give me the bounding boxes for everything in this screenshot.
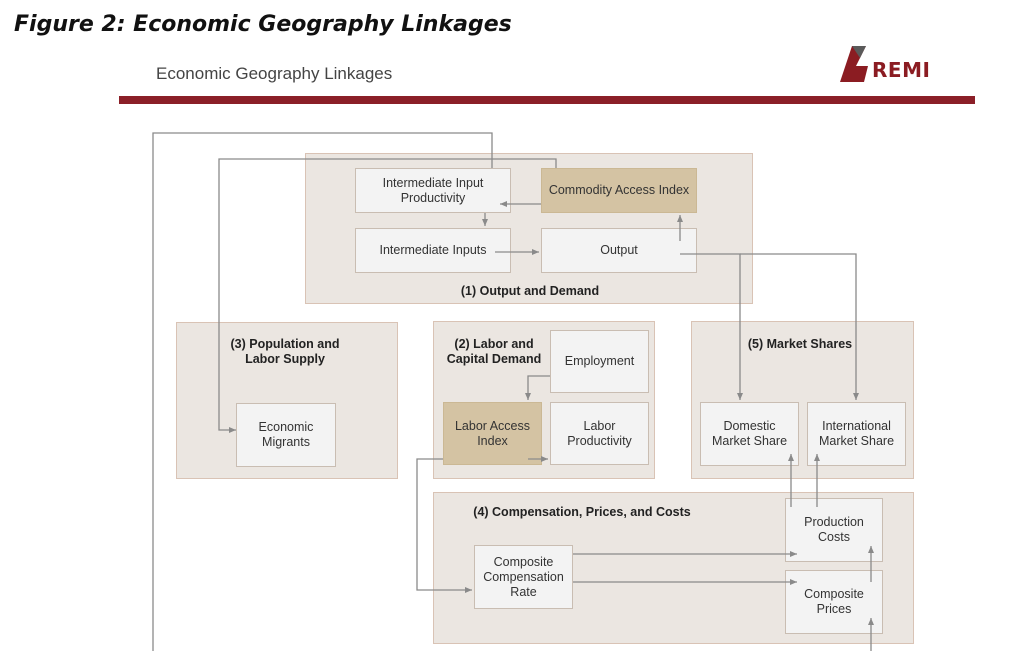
box-intermediate-input-productivity: Intermediate Input Productivity: [355, 168, 511, 213]
logo-text: REMI: [872, 58, 931, 82]
remi-logo-icon: [840, 46, 868, 82]
connector-output-to-domestic: [680, 253, 743, 400]
box-intermediate-inputs: Intermediate Inputs: [355, 228, 511, 273]
box-composite-compensation-rate: Composite Compensation Rate: [474, 545, 573, 609]
figure-title: Figure 2: Economic Geography Linkages: [14, 12, 512, 37]
box-output: Output: [541, 228, 697, 273]
panel-label-market-shares: (5) Market Shares: [747, 337, 853, 351]
panel-label-population: (3) Population and Labor Supply: [230, 337, 340, 366]
connector-left-loop: [152, 132, 493, 651]
panel-label-compensation: (4) Compensation, Prices, and Costs: [473, 505, 691, 519]
box-labor-access-index: Labor Access Index: [443, 402, 542, 465]
box-labor-productivity: Labor Productivity: [550, 402, 649, 465]
box-commodity-access-index: Commodity Access Index: [541, 168, 697, 213]
panel-label-output-demand: (1) Output and Demand: [460, 284, 600, 298]
box-domestic-market-share: Domestic Market Share: [700, 402, 799, 466]
box-economic-migrants: Economic Migrants: [236, 403, 336, 467]
connector-output-to-international: [740, 253, 859, 400]
box-composite-prices: Composite Prices: [785, 570, 883, 634]
diagram-subtitle: Economic Geography Linkages: [156, 64, 393, 83]
connector-employment-to-lai: [525, 375, 550, 400]
connector-commodity-to-migrants: [218, 158, 557, 433]
accent-bar: [119, 96, 975, 104]
connector-lai-to-ccr: [416, 458, 472, 593]
box-production-costs: Production Costs: [785, 498, 883, 562]
box-international-market-share: International Market Share: [807, 402, 906, 466]
panel-label-labor-capital: (2) Labor and Capital Demand: [446, 337, 542, 366]
box-employment: Employment: [550, 330, 649, 393]
